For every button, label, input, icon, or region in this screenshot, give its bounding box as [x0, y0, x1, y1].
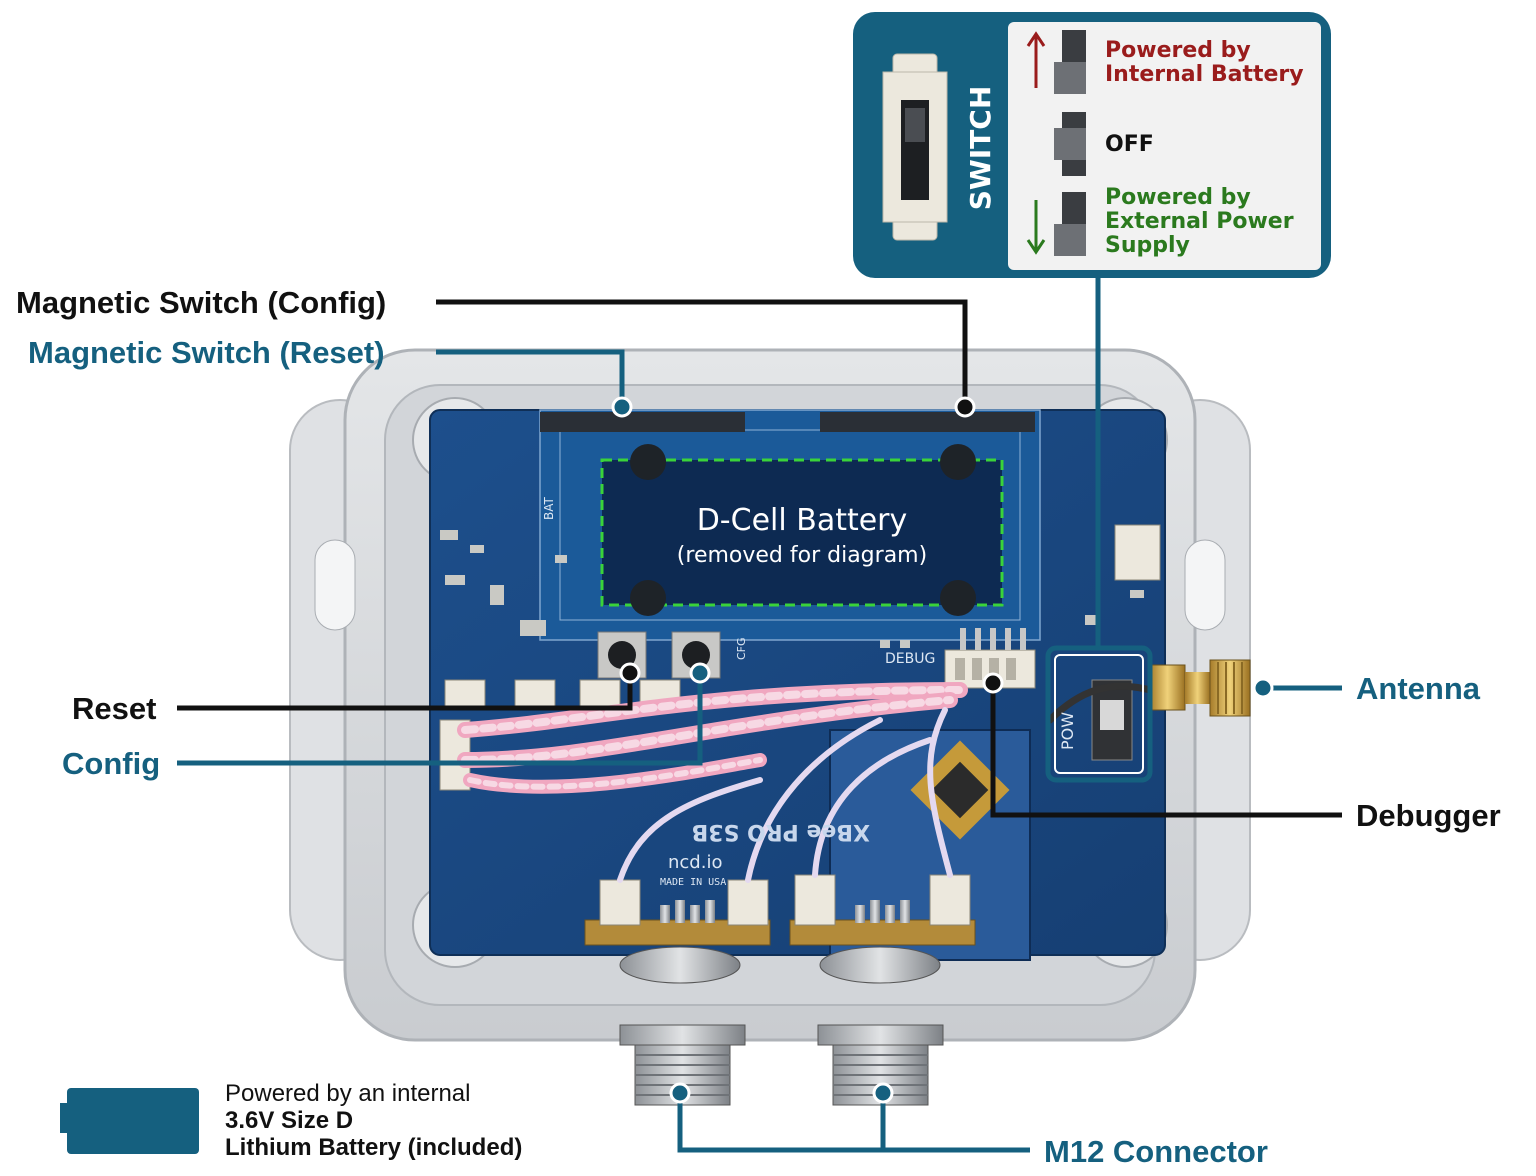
- switch-up-label: Powered by Internal Battery: [1105, 39, 1304, 87]
- module-silkscreen: XBee PRO S3B: [691, 819, 870, 844]
- callout-debugger: Debugger: [1356, 798, 1501, 833]
- brand-silkscreen: ncd.io: [668, 852, 722, 873]
- switch-down-line-3: Supply: [1105, 233, 1190, 258]
- switch-legend-panel: SWITCH: [853, 12, 1331, 278]
- callout-config: Config: [62, 746, 161, 781]
- pow-silkscreen: POW: [1058, 712, 1077, 750]
- leader-dots: [611, 396, 1274, 1104]
- callout-antenna: Antenna: [1356, 671, 1480, 706]
- switch-position-up-icon: [1054, 30, 1086, 94]
- switch-down-line-2: External Power: [1105, 209, 1294, 234]
- footer-line-3: Lithium Battery (included): [225, 1134, 523, 1161]
- footer-line-2: 3.6V Size D: [225, 1107, 354, 1134]
- footer-line-1: Powered by an internal: [225, 1080, 471, 1107]
- antenna-connector: [1149, 659, 1251, 717]
- switch-down-label: Powered by External Power Supply: [1105, 186, 1294, 258]
- switch-position-off-icon: [1054, 112, 1086, 176]
- arrow-up-icon: [1026, 31, 1046, 88]
- callout-magnetic-config: Magnetic Switch (Config): [16, 285, 387, 320]
- battery-title: D-Cell Battery: [697, 503, 908, 538]
- bat-silkscreen: BAT: [542, 496, 556, 520]
- switch-down-line-1: Powered by: [1105, 185, 1251, 210]
- slide-switch-graphic: [882, 53, 948, 241]
- callout-reset: Reset: [72, 691, 157, 726]
- switch-up-line-2: Internal Battery: [1105, 62, 1304, 87]
- callout-magnetic-reset: Magnetic Switch (Reset): [28, 335, 385, 370]
- battery-subtitle: (removed for diagram): [677, 543, 927, 568]
- made-silkscreen: MADE IN USA: [660, 877, 726, 888]
- switch-off-label: OFF: [1105, 132, 1154, 157]
- callout-m12-connector: M12 Connector: [1044, 1134, 1268, 1169]
- battery-icon: [60, 1088, 199, 1154]
- footer-battery-note: Powered by an internal 3.6V Size D Lithi…: [225, 1080, 522, 1161]
- battery-area: D-Cell Battery (removed for diagram): [600, 444, 1004, 616]
- switch-position-down-icon: [1054, 192, 1086, 256]
- debug-silkscreen: DEBUG: [885, 651, 935, 667]
- leader-lines: [177, 275, 1342, 1153]
- switch-up-line-1: Powered by: [1105, 38, 1251, 63]
- switch-title: SWITCH: [964, 86, 997, 211]
- cfg-silkscreen: CFG: [735, 637, 748, 660]
- arrow-down-icon: [1026, 200, 1046, 255]
